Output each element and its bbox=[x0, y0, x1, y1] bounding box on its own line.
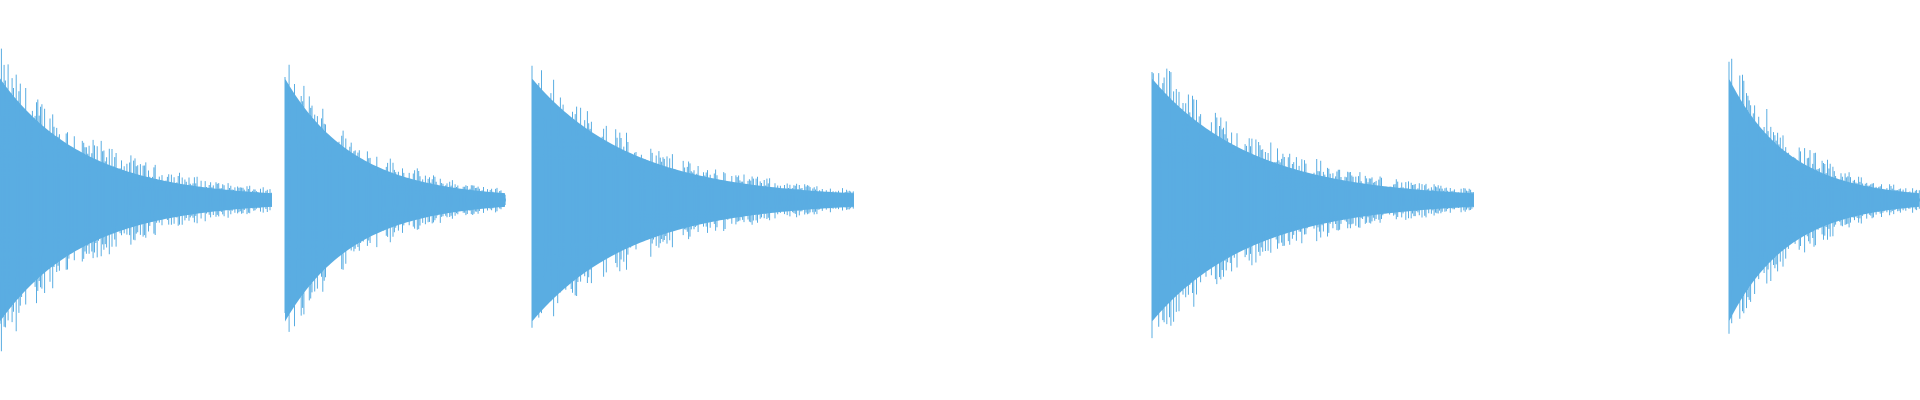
waveform-clip-2 bbox=[284, 64, 506, 332]
waveform-clip-4 bbox=[1151, 68, 1474, 339]
waveform-spikes bbox=[531, 65, 854, 328]
waveform-clip-1 bbox=[0, 48, 272, 352]
waveform-spikes bbox=[1151, 68, 1474, 339]
waveform-clip-3 bbox=[531, 65, 854, 328]
waveform-body bbox=[285, 78, 505, 322]
waveform-clips bbox=[0, 48, 1920, 352]
waveform-tail bbox=[1877, 198, 1920, 202]
waveform-spikes bbox=[284, 64, 506, 332]
waveform-tail bbox=[782, 198, 853, 202]
waveform-tail bbox=[1402, 198, 1473, 202]
waveform-clip-5 bbox=[1728, 58, 1920, 334]
waveform-tail bbox=[211, 198, 270, 202]
waveform-tail bbox=[456, 198, 506, 202]
